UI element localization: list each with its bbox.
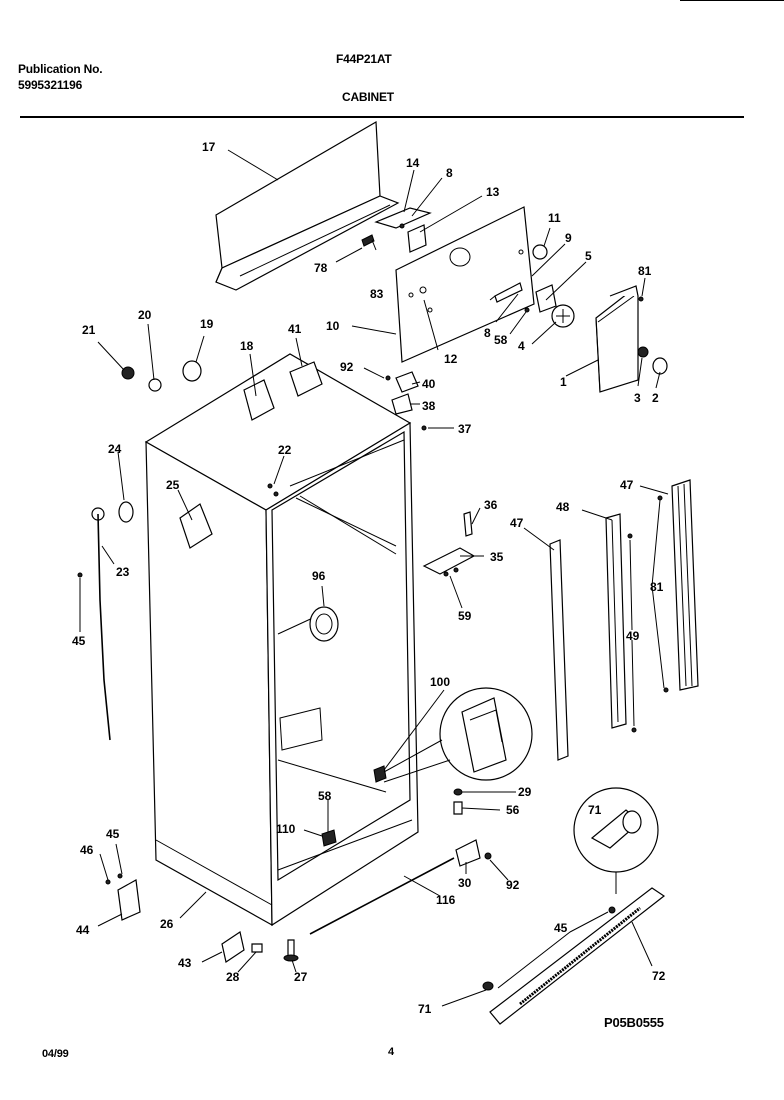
part-light-housing [595,285,668,393]
callout-14: 14 [406,156,420,170]
callout-38: 38 [422,399,436,413]
callout-78: 78 [314,261,328,275]
callout-35: 35 [490,550,504,564]
callout-49: 49 [626,629,640,643]
publication-number: 5995321196 [18,78,83,92]
part-pin-washer [453,788,463,815]
callout-45c: 45 [554,921,568,935]
callout-labels: 17 14 8 13 11 9 5 81 78 83 10 12 8 58 4 … [72,140,666,1016]
callout-46: 46 [80,843,94,857]
callout-27: 27 [294,970,308,984]
publication-label: Publication No. [18,62,103,76]
callout-37: 37 [458,422,472,436]
callout-18: 18 [240,339,254,353]
callout-71: 71 [588,803,602,817]
callout-12: 12 [444,352,458,366]
callout-4: 4 [518,339,525,353]
callout-28: 28 [226,970,240,984]
callout-116: 116 [436,893,456,907]
diagram-code: P05B0555 [604,1015,664,1030]
part-rod-116 [309,857,455,935]
callout-20: 20 [138,308,152,322]
top-right-rule [680,0,784,1]
callout-71b: 71 [418,1002,432,1016]
callout-25: 25 [166,478,180,492]
part-hinge-pin-group [422,511,476,577]
callout-41: 41 [288,322,302,336]
part-top-hinges [243,361,323,421]
section-title: CABINET [342,90,394,104]
callout-110: 110 [276,822,296,836]
callout-29: 29 [518,785,532,799]
callout-1: 1 [560,375,567,389]
part-hinge-cover [385,371,427,431]
callout-8b: 8 [484,326,491,340]
callout-45b: 45 [106,827,120,841]
callout-92b: 92 [506,878,520,892]
part-side-bracket [179,503,213,549]
callout-96: 96 [312,569,326,583]
callout-47b: 47 [620,478,634,492]
footer-page-number: 4 [388,1046,394,1058]
part-door-stop-rod [77,501,134,741]
callout-24: 24 [108,442,122,456]
callout-10: 10 [326,319,340,333]
callout-59: 59 [458,609,472,623]
callout-2: 2 [652,391,659,405]
callout-100: 100 [430,675,450,689]
leader-lines [79,149,669,1007]
callout-22: 22 [278,443,292,457]
callout-48: 48 [556,500,570,514]
callout-19: 19 [200,317,214,331]
part-bracket-group [361,207,432,253]
callout-26: 26 [160,917,174,931]
callout-8: 8 [446,166,453,180]
part-trim-strips [549,479,699,761]
callout-58: 58 [494,333,508,347]
part-small-caps [121,360,202,392]
part-detail-circle-100 [383,687,533,783]
part-top-shield [215,120,400,291]
part-detail-circle-71 [573,787,659,894]
callout-13: 13 [486,185,500,199]
callout-43: 43 [178,956,192,970]
callout-81: 81 [638,264,652,278]
callout-56: 56 [506,803,520,817]
callout-81b: 81 [650,580,664,594]
part-cabinet [144,353,419,927]
callout-58b: 58 [318,789,332,803]
callout-45: 45 [72,634,86,648]
callout-30: 30 [458,876,472,890]
callout-23: 23 [116,565,130,579]
callout-9: 9 [565,231,572,245]
callout-40: 40 [422,377,436,391]
callout-47: 47 [510,516,524,530]
footer-date: 04/99 [42,1048,69,1060]
callout-21: 21 [82,323,96,337]
part-knob-group [524,244,575,328]
part-kickplate-grille [482,887,666,1025]
callout-44: 44 [76,923,90,937]
callout-11: 11 [548,211,561,225]
callout-92: 92 [340,360,354,374]
callout-83: 83 [370,287,384,301]
callout-17: 17 [202,140,216,154]
callout-3: 3 [634,391,641,405]
callout-5: 5 [585,249,592,263]
callout-72: 72 [652,969,666,983]
model-number: F44P21AT [336,52,392,66]
part-bottom-hinge [455,839,492,867]
callout-36: 36 [484,498,498,512]
part-bottom-left-group [105,873,299,963]
header-rule [20,116,744,118]
